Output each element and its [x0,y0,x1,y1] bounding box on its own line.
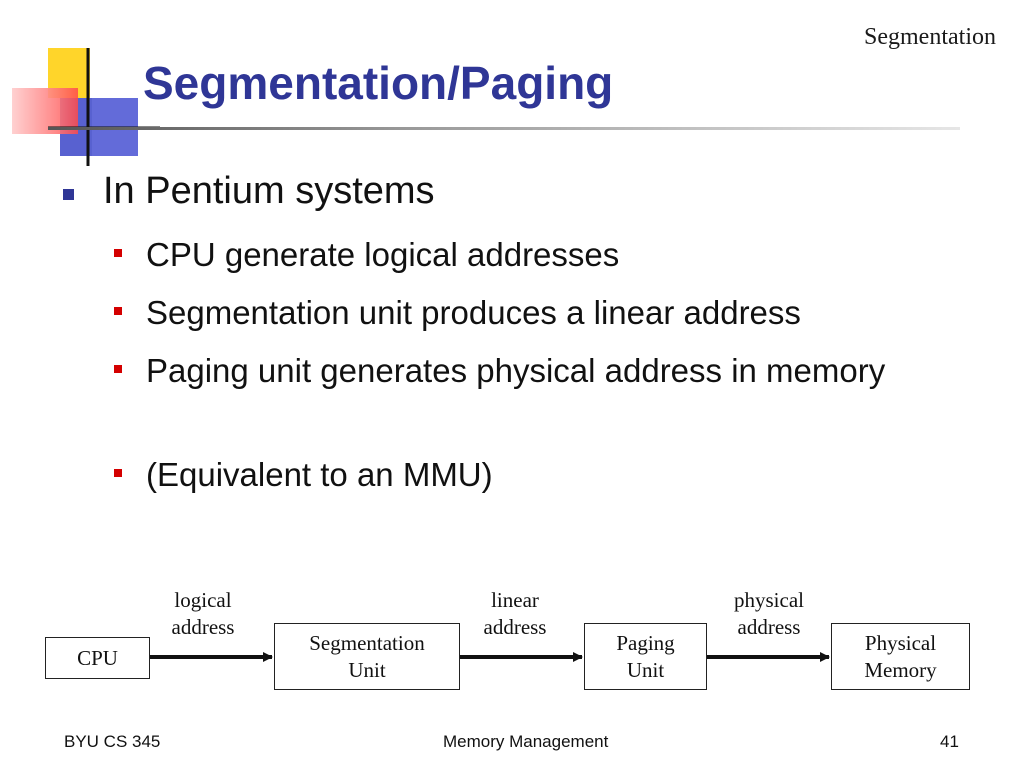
slide-title: Segmentation/Paging [143,57,614,109]
main-bullet-text: In Pentium systems [103,170,435,212]
square-bullet-icon [114,307,122,315]
footer-course: BYU CS 345 [64,732,161,751]
sub-bullet-text: Segmentation unit produces a linear addr… [146,294,801,331]
sub-bullet-text: CPU generate logical addresses [146,236,620,273]
square-bullet-icon [63,189,74,200]
box-cpu: CPU [45,637,150,679]
square-bullet-icon [114,365,122,373]
square-bullet-icon [114,469,122,477]
sub-bullet-text: Paging unit generates physical address i… [146,352,886,389]
section-label: Segmentation [864,24,996,50]
square-bullet-icon [114,249,122,257]
title-divider [48,127,960,130]
sub-bullet-text: (Equivalent to an MMU) [146,456,493,493]
footer-topic: Memory Management [443,732,609,751]
footer-page-number: 41 [940,732,959,751]
